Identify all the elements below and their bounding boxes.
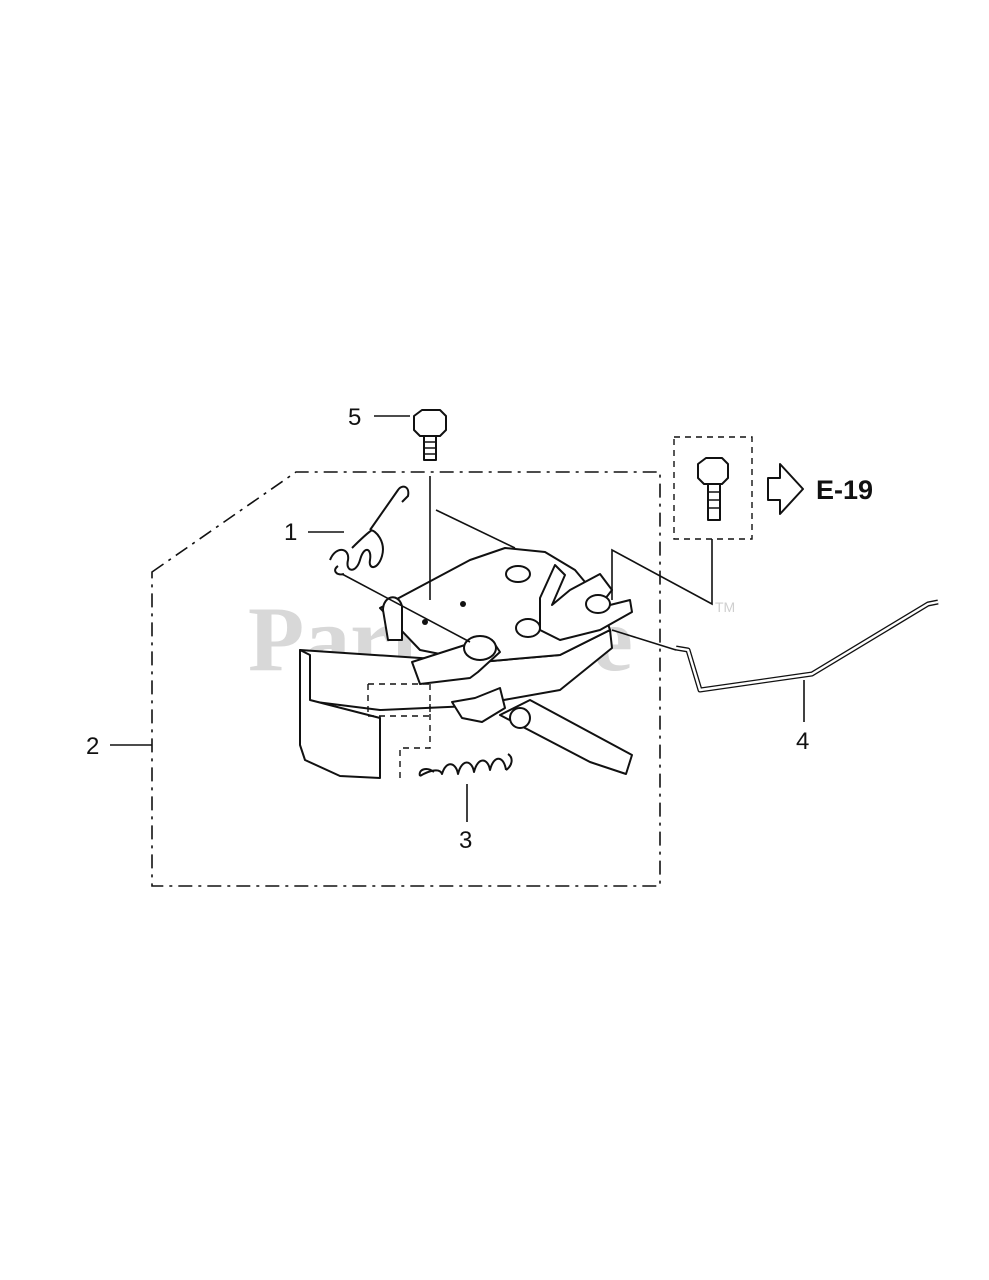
reference-bolt-shank	[707, 483, 721, 521]
throttle-tab	[451, 687, 506, 723]
rod-guide-line	[611, 629, 677, 651]
spring-1-coils	[329, 485, 410, 576]
part-2-assembly[interactable]: 2	[86, 733, 152, 760]
throttle-lever	[499, 699, 633, 775]
part-5-bolt[interactable]: 5	[348, 404, 447, 600]
callout-2: 2	[86, 733, 99, 760]
mount-hole-1	[505, 565, 531, 583]
part-4-rod[interactable]: 4	[611, 599, 939, 755]
rivet-2	[422, 619, 428, 625]
reference-box	[673, 436, 753, 540]
reference-leader	[611, 539, 713, 606]
reference-bolt-group[interactable]: E-19	[611, 436, 873, 606]
bolt-5-thread	[424, 441, 436, 455]
watermark-tm: TM	[715, 599, 735, 615]
governor-rod	[675, 599, 939, 693]
reference-arrow-icon	[767, 463, 804, 515]
part-3-spring[interactable]: 3	[399, 704, 513, 854]
bolt-5-head	[413, 409, 447, 437]
rivet-1	[460, 601, 466, 607]
reference-bolt-head	[697, 457, 729, 485]
governor-rod-inner	[675, 600, 939, 692]
callout-1: 1	[284, 519, 297, 546]
spring-1-guide-2	[435, 509, 516, 549]
hinge-loop	[382, 596, 403, 641]
callout-5: 5	[348, 404, 361, 431]
lever-nut	[515, 618, 541, 638]
spring-1-guide	[341, 573, 471, 643]
callout-3: 3	[459, 827, 472, 854]
guard-plate	[299, 649, 381, 779]
callout-4: 4	[796, 728, 809, 755]
throttle-pivot	[509, 707, 531, 729]
hidden-lines	[367, 683, 431, 730]
reference-bolt-thread	[708, 491, 720, 509]
governor-arm-assembly[interactable]	[299, 547, 633, 779]
spring-3-coils	[418, 753, 513, 777]
reference-label[interactable]: E-19	[816, 475, 873, 505]
hook-collar	[463, 635, 497, 661]
spring-3-guide	[399, 704, 431, 778]
part-1-spring[interactable]: 1	[284, 485, 516, 643]
assembly-boundary	[151, 471, 661, 887]
lever-pivot	[585, 594, 611, 614]
